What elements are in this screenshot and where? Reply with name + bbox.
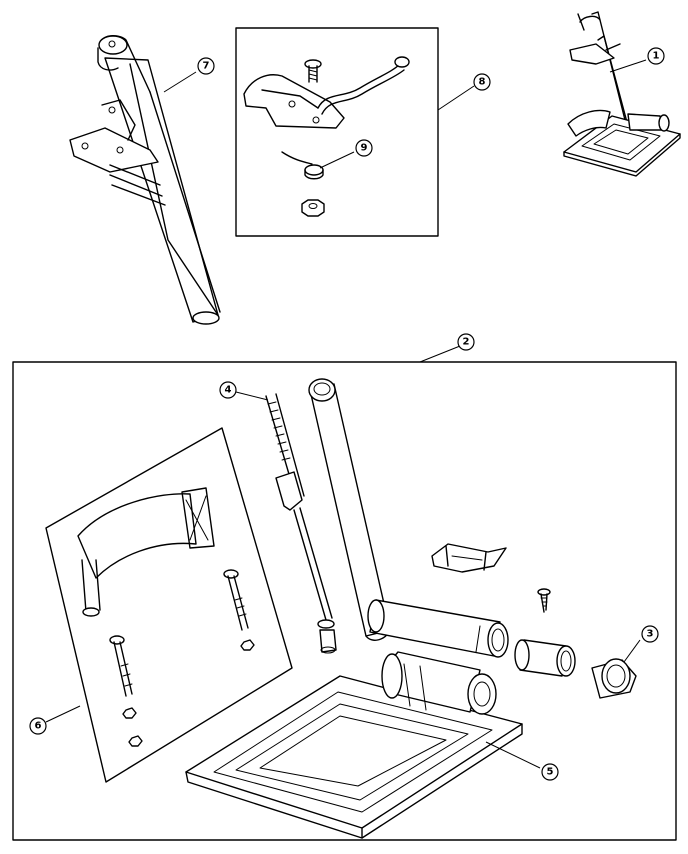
- callout-4-label: 4: [225, 385, 232, 396]
- callout-9-circle: [355, 139, 373, 157]
- callout-2: 2: [457, 333, 475, 351]
- callout-4: 4: [219, 381, 237, 399]
- coupling-sleeve: [514, 639, 576, 677]
- callout-1-circle: [647, 47, 665, 65]
- callout-4-circle: [219, 381, 237, 399]
- callout-9: 9: [355, 139, 373, 157]
- part-8-inset-box: [235, 27, 439, 237]
- part-3-end-cap: [591, 658, 637, 699]
- leader-lines: [45, 59, 647, 769]
- callout-6: 6: [29, 717, 47, 735]
- callout-7-circle: [197, 57, 215, 75]
- part-6-instruction-card: [45, 427, 293, 783]
- part-4-threaded-rod: [265, 393, 337, 654]
- bracket-clip: [431, 543, 507, 573]
- part-5-base-plate: [185, 651, 523, 839]
- callout-1-label: 1: [653, 51, 660, 62]
- part-7-handle-tube: [69, 35, 221, 325]
- callout-8-circle: [473, 73, 491, 91]
- part-1-assembly-thumbnail: [563, 11, 681, 177]
- callout-3-label: 3: [647, 629, 654, 640]
- callout-5-label: 5: [547, 767, 554, 778]
- callout-9-label: 9: [361, 143, 368, 154]
- callout-6-circle: [29, 717, 47, 735]
- callout-2-circle: [457, 333, 475, 351]
- callout-3-circle: [641, 625, 659, 643]
- callout-8-label: 8: [479, 77, 486, 88]
- callout-5: 5: [541, 763, 559, 781]
- callout-1: 1: [647, 47, 665, 65]
- callout-2-label: 2: [463, 337, 470, 348]
- callout-8: 8: [473, 73, 491, 91]
- small-screw: [537, 588, 551, 613]
- callout-5-circle: [541, 763, 559, 781]
- callout-7-label: 7: [203, 61, 210, 72]
- callout-6-label: 6: [35, 721, 42, 732]
- callout-3: 3: [641, 625, 659, 643]
- callout-7: 7: [197, 57, 215, 75]
- part-2-kit-box: [12, 361, 677, 841]
- horizontal-tube: [367, 599, 509, 658]
